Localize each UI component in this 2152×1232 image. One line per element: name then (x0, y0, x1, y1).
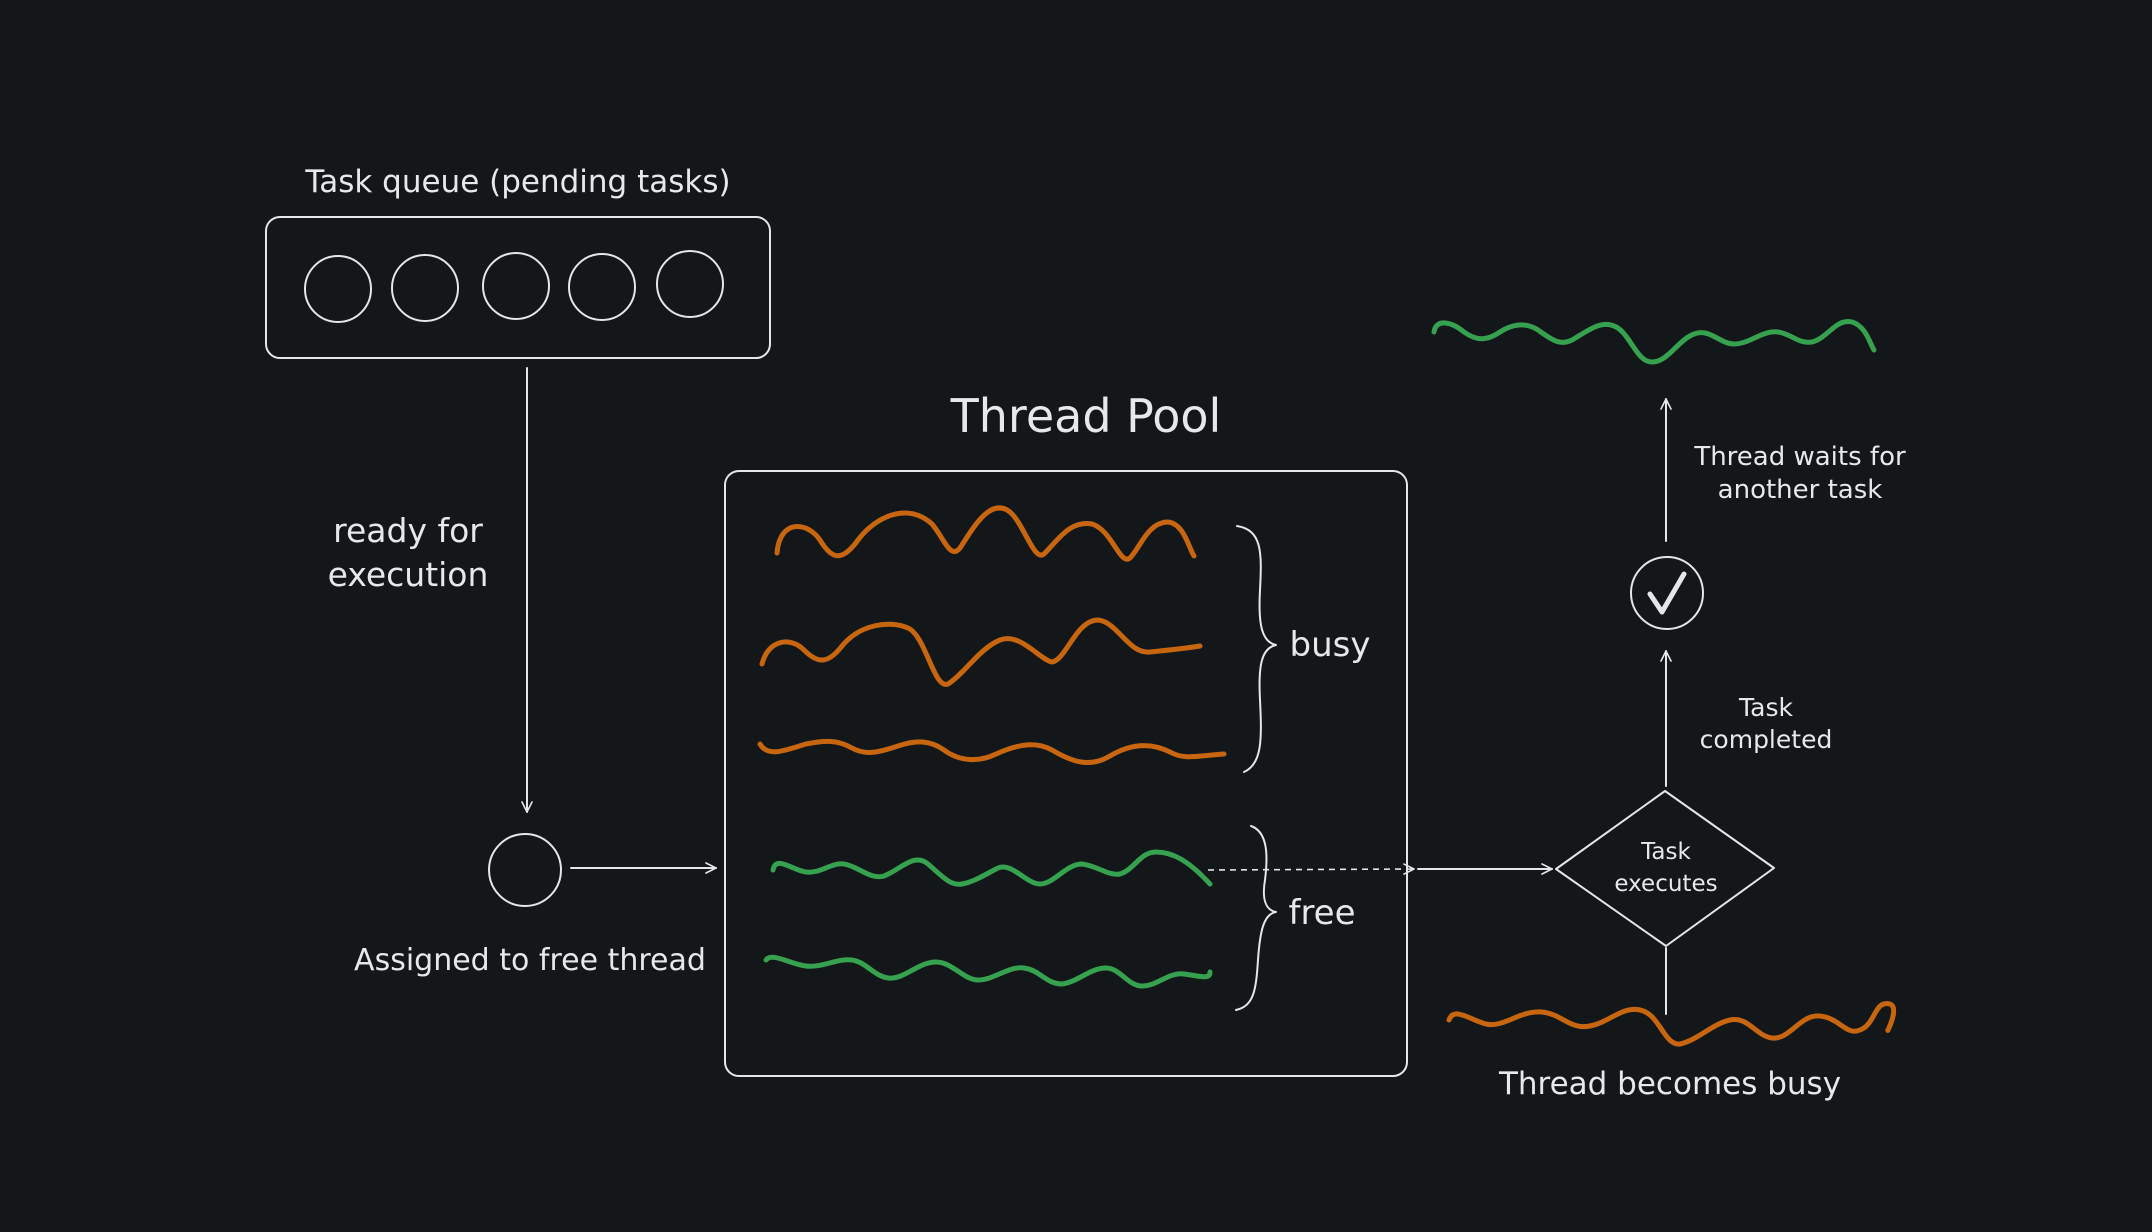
free-brace (1235, 825, 1277, 1011)
busy-thread (774, 505, 1197, 562)
ready-label-line1: ready for (333, 511, 483, 550)
free-threads (763, 849, 1213, 989)
waits-label-line2: another task (1718, 475, 1883, 505)
free-thread-dashed-arrow (1207, 863, 1415, 875)
completed-label-line2: completed (1700, 725, 1833, 754)
busy-thread (759, 617, 1203, 687)
busy-brace (1236, 525, 1277, 773)
queued-task (656, 250, 724, 318)
task-queue-box (265, 216, 771, 359)
completed-label-line1: Task (1738, 693, 1793, 722)
waits-label-line1: Thread waits for (1693, 442, 1906, 472)
diamond-label-line1: Task (1640, 839, 1691, 865)
thread-pool-title: Thread Pool (950, 389, 1222, 443)
free-thread (770, 849, 1213, 887)
became-busy-thread (1446, 1001, 1897, 1047)
busy-label: busy (1290, 625, 1371, 665)
checkmark-icon (1647, 571, 1687, 615)
queued-task (568, 253, 636, 321)
queued-task (482, 252, 550, 320)
free-thread (763, 954, 1213, 989)
thread-pool-box (724, 470, 1408, 1077)
queued-task (391, 254, 459, 322)
task-queue-items (304, 250, 724, 323)
task-executes-diamond (1555, 790, 1775, 947)
waiting-thread (1431, 319, 1877, 365)
busy-threads (757, 505, 1227, 765)
ready-label-line2: execution (328, 555, 489, 594)
queued-task (304, 255, 372, 323)
completed-check-circle (1630, 556, 1704, 630)
diamond-label-line2: executes (1614, 871, 1717, 897)
becomes-busy-label: Thread becomes busy (1498, 1066, 1841, 1102)
assigned-task (488, 833, 562, 907)
free-label: free (1288, 893, 1355, 933)
assigned-label: Assigned to free thread (354, 943, 706, 978)
busy-thread (757, 738, 1227, 765)
task-queue-title: Task queue (pending tasks) (304, 164, 730, 200)
